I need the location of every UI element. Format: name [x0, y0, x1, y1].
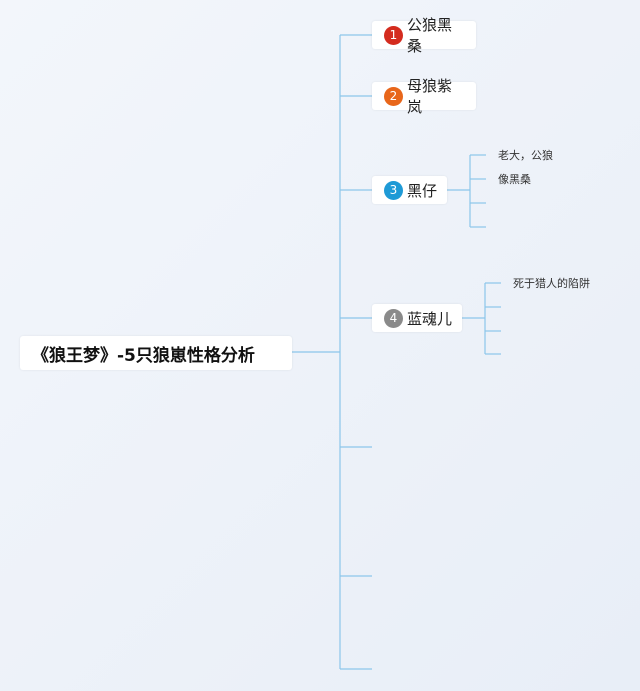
branch-label: 公狼黑桑	[407, 16, 453, 55]
branch-node-1[interactable]: 1 公狼黑桑	[372, 16, 476, 55]
branch-node-2[interactable]: 2 母狼紫岚	[372, 77, 476, 116]
number-badge-icon: 3	[384, 180, 403, 200]
branch-label: 黑仔	[407, 181, 438, 200]
branch-node-4[interactable]: 4 蓝魂儿	[372, 304, 462, 332]
leaf-note[interactable]: 老大，公狼	[498, 149, 553, 162]
branch-label: 蓝魂儿	[407, 309, 453, 328]
number-badge-icon: 4	[384, 308, 403, 328]
number-badge-icon: 1	[384, 25, 403, 45]
branch-label: 母狼紫岚	[407, 77, 453, 116]
branch-node-3[interactable]: 3 黑仔	[372, 176, 447, 204]
root-title: 《狼王梦》-5只狼崽性格分析	[32, 345, 255, 366]
number-badge-icon: 2	[384, 86, 403, 106]
leaf-note[interactable]: 死于猎人的陷阱	[513, 277, 590, 290]
root-node[interactable]: 《狼王梦》-5只狼崽性格分析	[20, 336, 292, 370]
leaf-note[interactable]: 像黑桑	[498, 173, 531, 186]
